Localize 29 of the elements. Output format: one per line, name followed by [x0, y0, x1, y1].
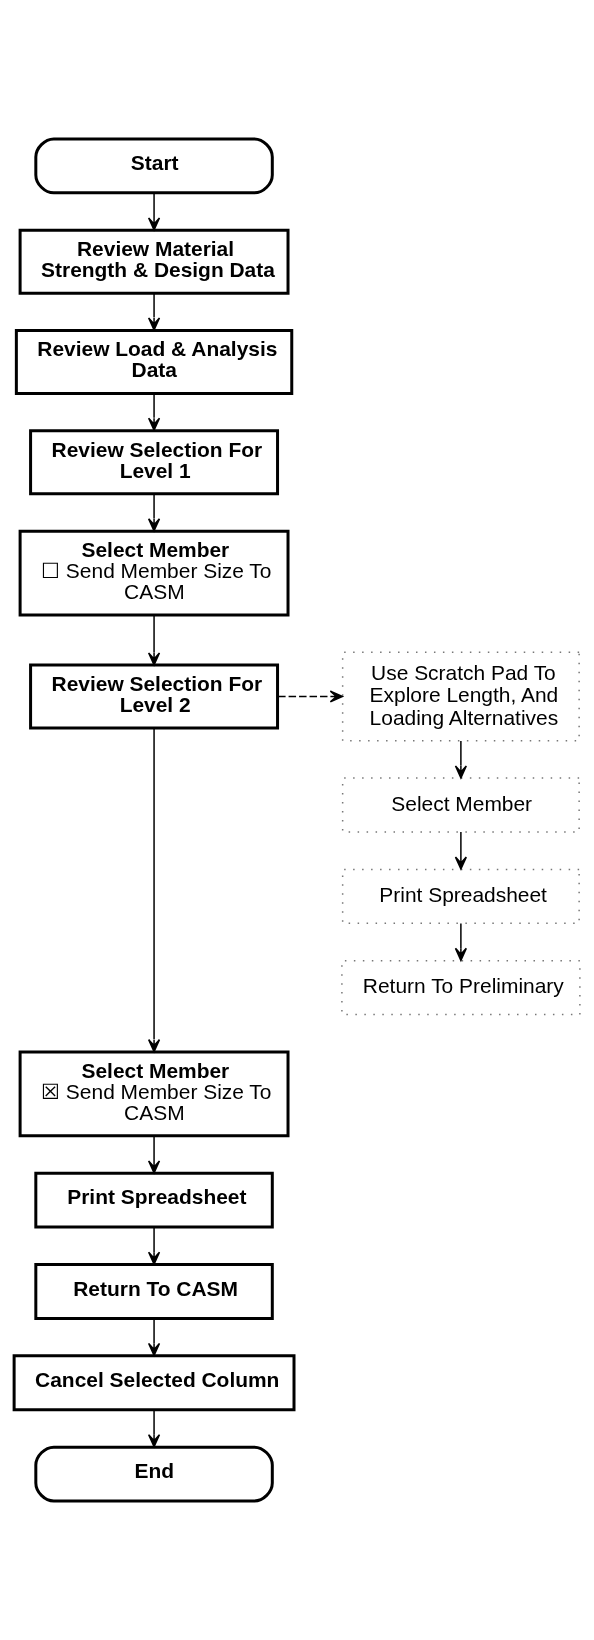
- arrow: [147, 1226, 161, 1265]
- node-box: Print Spreadsheet: [34, 1171, 274, 1229]
- arrow: [454, 922, 468, 962]
- node-box: End: [34, 1445, 274, 1503]
- node-box: Print Spreadsheet: [341, 868, 580, 924]
- arrow: [147, 192, 161, 231]
- arrow: [147, 292, 161, 331]
- node-box: Review Material Strength & Design Data: [18, 228, 290, 295]
- node-box: Start: [34, 137, 274, 195]
- arrow: [147, 727, 161, 1053]
- node-box: Select Member ☐ Send Member Size To CASM: [18, 529, 290, 617]
- node-box: Return To Preliminary: [341, 959, 581, 1016]
- arrow: [277, 690, 344, 703]
- arrow: [147, 614, 161, 666]
- arrow: [147, 1317, 161, 1357]
- node-box: Review Load & Analysis Data: [14, 329, 294, 395]
- node-box: Return To CASM: [34, 1263, 274, 1320]
- node-box: Use Scratch Pad To Explore Length, And Loading Alternatives: [341, 651, 580, 742]
- node-box: Review Selection For Level 2: [29, 663, 280, 730]
- arrow: [454, 740, 468, 779]
- node-box: Cancel Selected Column: [12, 1354, 296, 1412]
- arrow: [454, 831, 468, 870]
- arrow: [147, 393, 161, 431]
- node-box: Select Member: [341, 777, 580, 833]
- arrow: [147, 1409, 161, 1448]
- node-box: Review Selection For Level 1: [29, 429, 280, 496]
- arrow: [147, 1135, 161, 1174]
- arrow: [147, 493, 161, 532]
- node-box: Select Member ☒ Send Member Size To CASM: [18, 1050, 290, 1138]
